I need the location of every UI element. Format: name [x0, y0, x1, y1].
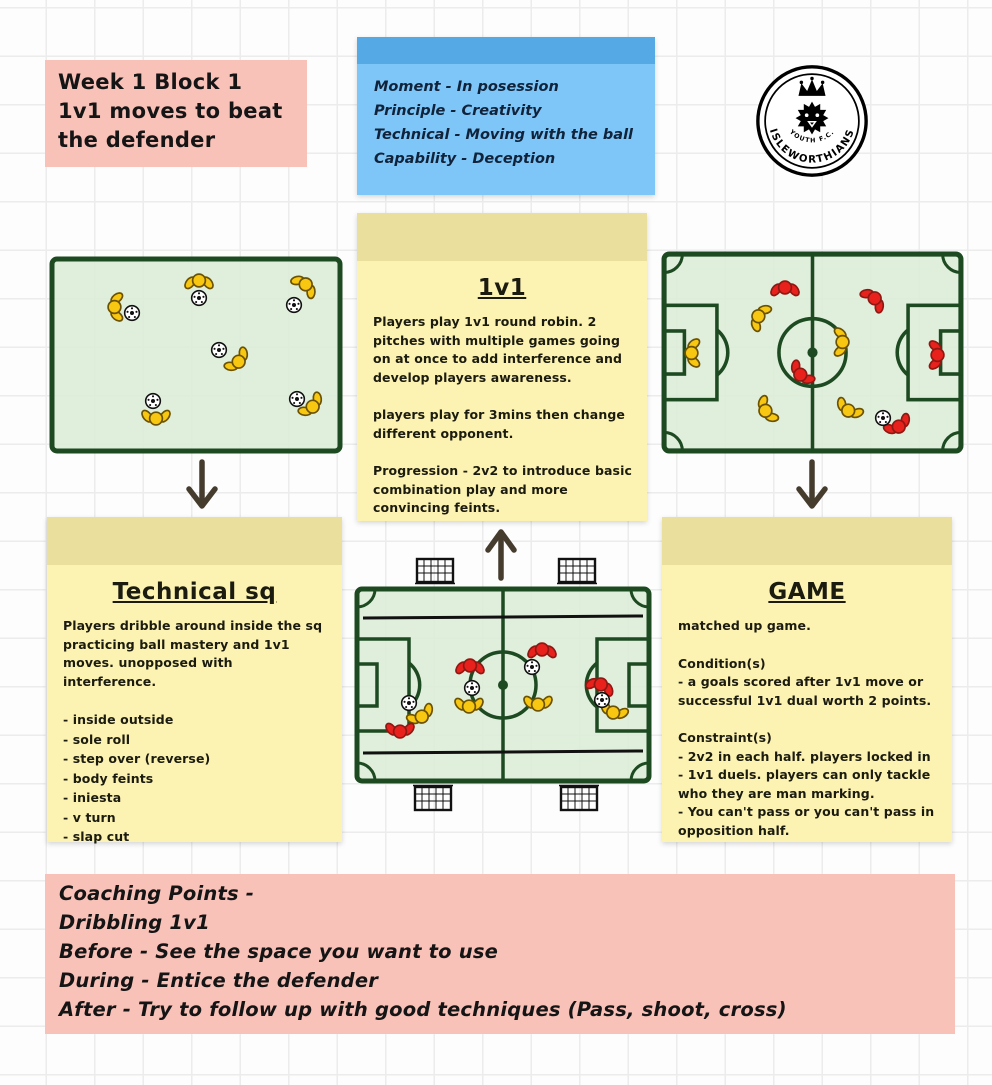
constraint-item: - 2v2 in each half. players locked in: [678, 748, 931, 764]
coaching-line: Dribbling 1v1: [59, 911, 210, 934]
move-item: - step over (reverse): [63, 751, 211, 766]
note-title: 1v1: [477, 275, 527, 301]
goal-icon: [559, 784, 599, 812]
football-marker: [285, 296, 302, 314]
note-title: Technical sq: [112, 579, 277, 605]
conditions-label: Condition(s): [678, 655, 766, 671]
note-header-strip: [662, 517, 952, 565]
zone-line: [362, 614, 644, 620]
move-item: - slap cut: [63, 829, 130, 844]
note-header-strip: [357, 213, 647, 261]
coaching-line: Before - See the space you want to use: [59, 940, 499, 963]
title-line: the defender: [58, 128, 216, 152]
game-pitch[interactable]: [353, 585, 653, 785]
moves-list: - inside outside - sole roll - step over…: [63, 710, 329, 847]
session-focus-note[interactable]: Moment - In posession Principle - Creati…: [357, 37, 655, 195]
zone-line: [362, 749, 644, 755]
goal-icon: [413, 784, 453, 812]
football-marker: [210, 341, 228, 359]
player-marker-red: [879, 407, 920, 448]
flow-arrow-down-icon: [796, 459, 828, 509]
note-header-strip: [47, 517, 342, 565]
move-item: - iniesta: [63, 790, 122, 805]
player-marker-yellow: [184, 265, 214, 295]
focus-line: Moment - In posession: [374, 79, 559, 95]
constraint-item: - You can't pass or you can't pass in op…: [678, 804, 935, 838]
player-marker-red: [854, 277, 896, 319]
note-paragraph: Progression - 2v2 to introduce basic com…: [373, 463, 632, 515]
focus-line: Capability - Deception: [374, 151, 556, 167]
coaching-line: Coaching Points -: [59, 882, 255, 905]
player-marker-red: [779, 354, 821, 396]
game-note[interactable]: GAME matched up game. Condition(s) - a g…: [662, 517, 952, 842]
goal-icon: [557, 557, 597, 585]
note-header-strip: [357, 37, 655, 64]
note-title: GAME: [768, 579, 846, 605]
condition-item: - a goals scored after 1v1 move or succe…: [678, 674, 932, 708]
pitch-outline: [661, 251, 964, 454]
player-marker-yellow: [522, 690, 553, 720]
football-marker: [874, 409, 891, 427]
round-robin-pitch[interactable]: [660, 250, 965, 455]
note-paragraph: players play for 3mins then change diffe…: [373, 407, 625, 441]
coaching-points-highlight[interactable]: Coaching Points - Dribbling 1v1 Before -…: [45, 874, 955, 1034]
constraint-item: - 1v1 duels. players can only tackle who…: [678, 767, 931, 801]
football-marker: [400, 694, 417, 712]
pitch-markings: [354, 586, 652, 784]
player-marker-yellow: [745, 390, 786, 431]
title-line: 1v1 moves to beat: [58, 99, 283, 123]
player-marker-red: [455, 650, 485, 680]
football-marker: [523, 658, 540, 676]
note-paragraph: Players dribble around inside the sq pra…: [63, 618, 323, 689]
pitch-outline: [354, 586, 652, 784]
coaching-line: After - Try to follow up with good techn…: [59, 998, 787, 1021]
player-marker-red: [770, 272, 800, 302]
player-marker-red: [527, 634, 557, 664]
focus-line: Principle - Creativity: [374, 103, 542, 119]
player-marker-red: [923, 339, 953, 370]
focus-line: Technical - Moving with the ball: [374, 127, 634, 143]
move-item: - body feints: [63, 770, 154, 786]
note-paragraph: matched up game.: [678, 618, 811, 633]
player-marker-yellow: [453, 692, 484, 722]
one-v-one-note[interactable]: 1v1 Players play 1v1 round robin. 2 pitc…: [357, 213, 647, 521]
move-item: - sole roll: [63, 731, 131, 747]
club-logo[interactable]: ISLEWORTHIANS YOUTH F.C.: [754, 62, 870, 184]
flow-arrow-down-icon: [186, 459, 218, 509]
club-crest-icon: ISLEWORTHIANS YOUTH F.C.: [756, 65, 868, 177]
player-marker-yellow: [402, 697, 443, 738]
pitch-markings: [661, 251, 964, 454]
crown-icon: [798, 76, 826, 96]
player-marker-yellow: [737, 295, 778, 336]
player-marker-yellow: [218, 341, 260, 383]
technical-square-pitch[interactable]: [48, 255, 344, 455]
player-marker-yellow: [284, 263, 326, 305]
constraints-label: Constraint(s): [678, 730, 773, 745]
player-marker-yellow: [292, 386, 334, 428]
player-marker-red: [581, 665, 619, 703]
flow-arrow-up-icon: [485, 529, 517, 581]
football-marker: [463, 679, 480, 697]
football-marker: [123, 304, 141, 322]
title-line: Week 1 Block 1: [58, 70, 243, 94]
football-marker: [593, 691, 611, 709]
football-marker: [288, 390, 305, 408]
player-marker-yellow: [827, 390, 868, 431]
player-marker-yellow: [828, 327, 858, 358]
technical-note[interactable]: Technical sq Players dribble around insi…: [47, 517, 342, 844]
player-marker-yellow: [99, 292, 129, 322]
note-paragraph: Players play 1v1 round robin. 2 pitches …: [373, 314, 623, 385]
football-marker: [144, 392, 162, 410]
player-marker-yellow: [676, 337, 706, 368]
player-marker-yellow: [141, 404, 171, 434]
coaching-line: During - Entice the defender: [59, 969, 379, 992]
pitch-outline: [49, 256, 343, 454]
football-marker: [190, 289, 208, 307]
goal-icon: [415, 557, 455, 585]
player-marker-red: [384, 717, 415, 747]
move-item: - inside outside: [63, 712, 174, 727]
title-highlight[interactable]: Week 1 Block 1 1v1 moves to beat the def…: [45, 60, 307, 167]
move-item: - v turn: [63, 809, 116, 825]
